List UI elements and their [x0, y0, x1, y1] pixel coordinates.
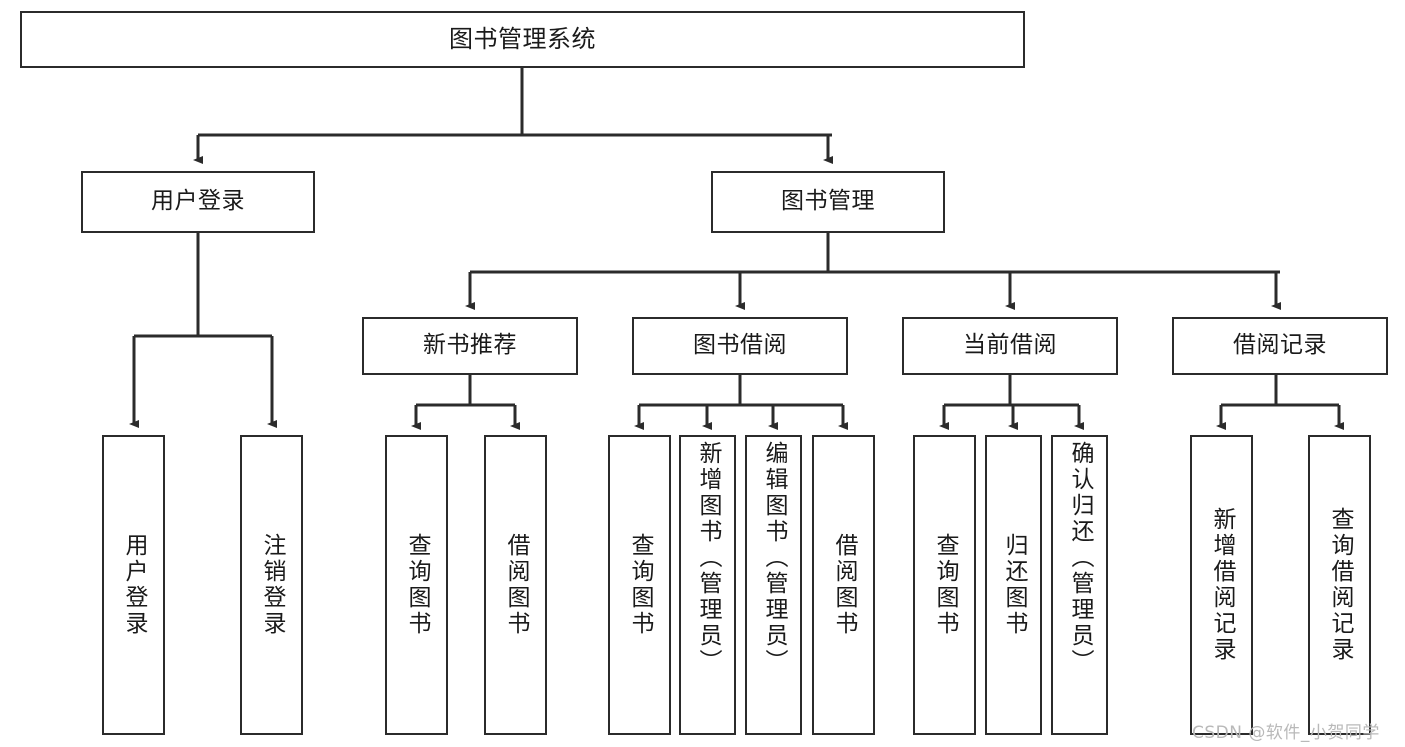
node-leaf-edit-book-label: 编辑图书（管理员） [761, 441, 787, 675]
csdn-watermark: CSDN @软件_小贺同学 [1192, 723, 1380, 743]
node-leaf-borrow-book-rec[interactable]: 借阅图书 [484, 435, 547, 735]
node-leaf-return-book[interactable]: 归还图书 [985, 435, 1042, 735]
node-leaf-query-book-rec[interactable]: 查询图书 [385, 435, 448, 735]
node-leaf-query-book-rec-label: 查询图书 [404, 533, 430, 637]
node-leaf-logout-label: 注销登录 [259, 533, 285, 637]
node-book-manage-label: 图书管理 [781, 188, 875, 215]
node-book-borrow-label: 图书借阅 [693, 332, 787, 359]
node-leaf-borrow-book[interactable]: 借阅图书 [812, 435, 875, 735]
node-leaf-query-record-label: 查询借阅记录 [1327, 507, 1353, 663]
node-leaf-add-book-label: 新增图书（管理员） [695, 441, 721, 675]
node-user-login[interactable]: 用户登录 [81, 171, 315, 233]
node-leaf-user-login-label: 用户登录 [121, 533, 147, 637]
node-new-book-recommend-label: 新书推荐 [423, 332, 517, 359]
node-leaf-user-login[interactable]: 用户登录 [102, 435, 165, 735]
node-leaf-borrow-book-rec-label: 借阅图书 [503, 533, 529, 637]
node-leaf-query-book-current-label: 查询图书 [932, 533, 958, 637]
node-current-borrow-label: 当前借阅 [963, 332, 1057, 359]
node-root-label: 图书管理系统 [449, 25, 596, 54]
node-leaf-borrow-book-label: 借阅图书 [831, 533, 857, 637]
node-book-borrow[interactable]: 图书借阅 [632, 317, 848, 375]
node-leaf-confirm-return[interactable]: 确认归还（管理员） [1051, 435, 1108, 735]
node-borrow-record[interactable]: 借阅记录 [1172, 317, 1388, 375]
node-leaf-confirm-return-label: 确认归还（管理员） [1067, 441, 1093, 675]
node-current-borrow[interactable]: 当前借阅 [902, 317, 1118, 375]
node-leaf-edit-book[interactable]: 编辑图书（管理员） [745, 435, 802, 735]
node-user-login-label: 用户登录 [151, 188, 245, 215]
node-leaf-logout[interactable]: 注销登录 [240, 435, 303, 735]
node-leaf-query-record[interactable]: 查询借阅记录 [1308, 435, 1371, 735]
node-leaf-add-record-label: 新增借阅记录 [1209, 507, 1235, 663]
node-book-manage[interactable]: 图书管理 [711, 171, 945, 233]
node-leaf-query-book-borrow-label: 查询图书 [627, 533, 653, 637]
node-leaf-add-record[interactable]: 新增借阅记录 [1190, 435, 1253, 735]
node-leaf-return-book-label: 归还图书 [1001, 533, 1027, 637]
node-new-book-recommend[interactable]: 新书推荐 [362, 317, 578, 375]
node-leaf-query-book-borrow[interactable]: 查询图书 [608, 435, 671, 735]
node-borrow-record-label: 借阅记录 [1233, 332, 1327, 359]
node-leaf-add-book[interactable]: 新增图书（管理员） [679, 435, 736, 735]
node-root[interactable]: 图书管理系统 [20, 11, 1025, 68]
node-leaf-query-book-current[interactable]: 查询图书 [913, 435, 976, 735]
